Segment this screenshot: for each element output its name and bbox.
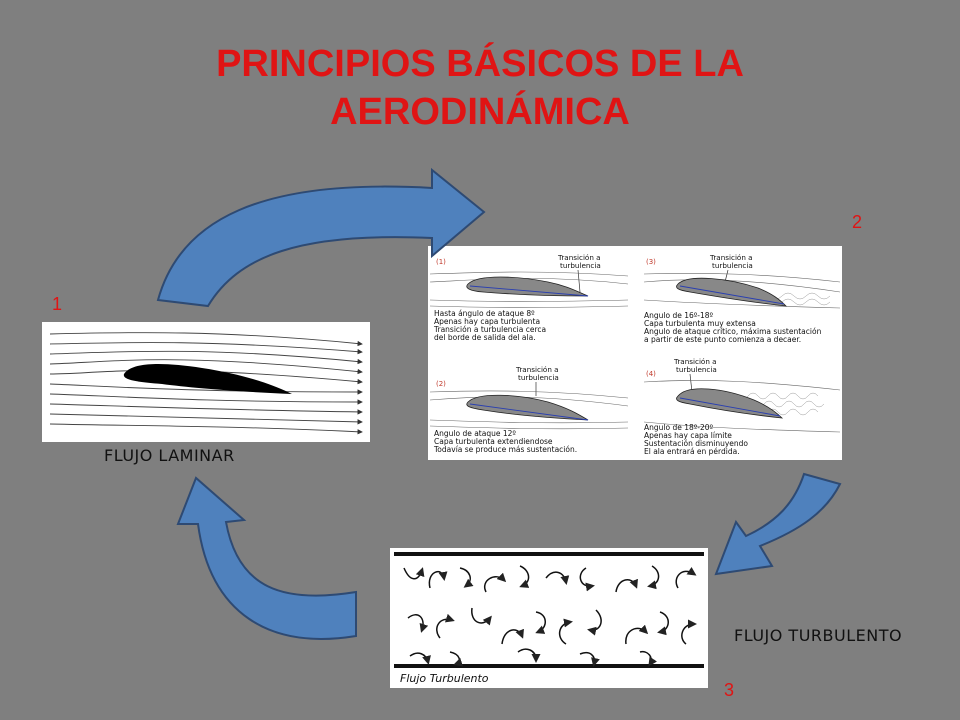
turbulent-flow-diagram: Flujo Turbulento bbox=[394, 552, 704, 685]
stage-3: (3) Transición a turbulencia Angulo de 1… bbox=[643, 253, 841, 344]
step-number-3: 3 bbox=[724, 680, 735, 700]
airfoil-stages-diagram: (1) Transición a turbulencia Hasta ángul… bbox=[429, 253, 841, 456]
stage-1-desc-2: Transición a turbulencia cerca bbox=[433, 325, 546, 334]
stage-2-desc-1: Capa turbulenta extendiendose bbox=[434, 437, 553, 446]
airfoil-shape bbox=[123, 364, 292, 394]
stage-2-label-l2: turbulencia bbox=[518, 373, 559, 382]
stage-1-label-l2: turbulencia bbox=[560, 261, 601, 270]
stage-4-desc-0: Angulo de 18º-20º bbox=[644, 423, 714, 432]
stage-2: (2) Transición a turbulencia Angulo de a… bbox=[429, 365, 629, 454]
stage-4: (4) Transición a turbulencia Angulo de 1… bbox=[643, 357, 841, 456]
curved-arrow-right-icon bbox=[714, 472, 842, 576]
stage-2-desc-0: Angulo de ataque 12º bbox=[434, 429, 516, 438]
stage-1-tag: (1) bbox=[436, 258, 446, 266]
stage-1-label-l1: Transición a bbox=[557, 253, 601, 262]
stage-3-label-l2: turbulencia bbox=[712, 261, 753, 270]
turbulent-caption: FLUJO TURBULENTO bbox=[734, 626, 903, 645]
slide-title-line1: PRINCIPIOS BÁSICOS DE LA bbox=[216, 43, 744, 85]
turbulent-image-label: Flujo Turbulento bbox=[400, 672, 489, 685]
laminar-flow-diagram bbox=[49, 332, 363, 435]
step-number-2: 2 bbox=[852, 212, 863, 232]
laminar-caption: FLUJO LAMINAR bbox=[104, 446, 235, 465]
slide-title: PRINCIPIOS BÁSICOS DE LA AERODINÁMICA bbox=[0, 40, 960, 136]
turbulent-flow-image: Flujo Turbulento bbox=[390, 548, 708, 688]
stage-4-desc-1: Apenas hay capa límite bbox=[644, 431, 732, 440]
curved-arrow-left-icon bbox=[176, 476, 357, 640]
curved-arrow-top-icon bbox=[156, 167, 486, 308]
stage-1-desc-1: Apenas hay capa turbulenta bbox=[434, 317, 540, 326]
stage-2-tag: (2) bbox=[436, 380, 446, 388]
stage-2-desc-2: Todavía se produce más sustentación. bbox=[433, 445, 577, 454]
laminar-flow-image bbox=[42, 322, 370, 442]
stage-4-desc-3: El ala entrará en pérdida. bbox=[644, 447, 740, 456]
stage-4-label-l1: Transición a bbox=[673, 357, 717, 366]
stage-3-label-l1: Transición a bbox=[709, 253, 753, 262]
stage-4-tag: (4) bbox=[646, 370, 656, 378]
stage-3-desc-0: Angulo de 16º-18º bbox=[644, 311, 714, 320]
stage-2-label-l1: Transición a bbox=[515, 365, 559, 374]
stage-4-desc-2: Sustentación disminuyendo bbox=[644, 439, 748, 448]
stage-3-desc-3: a partir de este punto comienza a decaer… bbox=[644, 335, 801, 344]
step-number-1: 1 bbox=[52, 294, 63, 314]
slide-title-line2: AERODINÁMICA bbox=[330, 91, 630, 133]
stage-3-tag: (3) bbox=[646, 258, 656, 266]
stage-1-desc-3: del borde de salida del ala. bbox=[434, 333, 536, 342]
stage-3-desc-2: Angulo de ataque crítico, máxima sustent… bbox=[644, 327, 822, 336]
stage-4-label-l2: turbulencia bbox=[676, 365, 717, 374]
stage-1-desc-0: Hasta ángulo de ataque 8º bbox=[434, 309, 535, 318]
stage-1: (1) Transición a turbulencia Hasta ángul… bbox=[429, 253, 629, 342]
stage-3-desc-1: Capa turbulenta muy extensa bbox=[644, 319, 756, 328]
airfoil-stages-image: (1) Transición a turbulencia Hasta ángul… bbox=[428, 246, 842, 460]
